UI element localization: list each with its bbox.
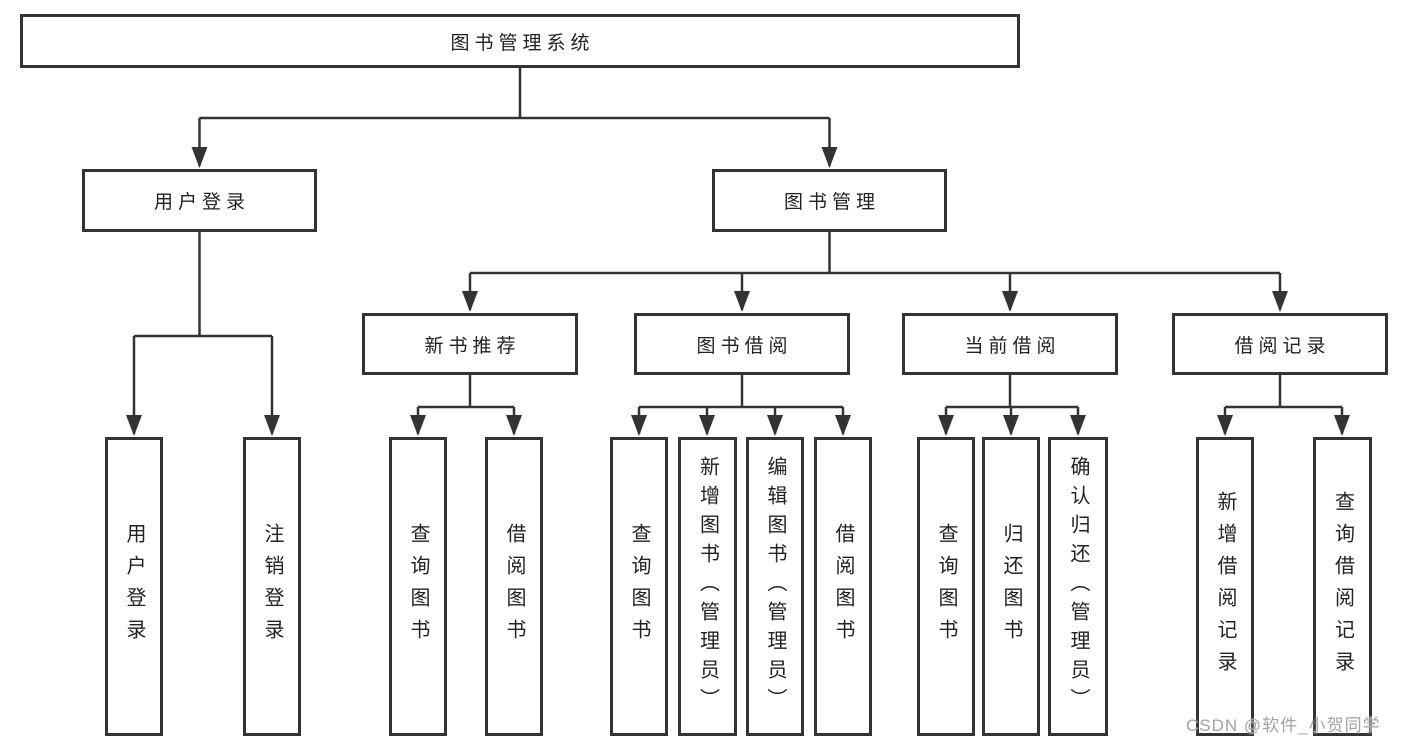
leaf-add-borrow-record: 新增借阅记录 [1196,437,1254,736]
leaf-borrow-books-1: 借阅图书 [485,437,543,736]
arrowheads [126,147,1350,436]
node-label: 当前借阅 [964,335,1061,357]
node-label: 新书推荐 [424,335,521,357]
leaf-logout: 注销登录 [243,437,301,736]
node-label: 图书管理系统 [450,32,595,54]
node-label: 借阅图书 [832,522,854,651]
leaf-edit-books-admin: 编辑图书（管理员） [746,437,804,736]
leaf-query-books-2: 查询图书 [610,437,668,736]
node-label: 新增借阅记录 [1214,490,1236,683]
node-label: 归还图书 [1000,522,1022,651]
node-label: 确认归还（管理员） [1067,456,1089,717]
node-label: 查询借阅记录 [1331,490,1354,683]
leaf-query-books-3: 查询图书 [917,437,975,736]
node-label: 查询图书 [935,522,957,651]
leaf-query-borrow-record: 查询借阅记录 [1313,437,1372,736]
node-user-login-branch: 用户登录 [82,169,317,232]
node-new-book-recommend: 新书推荐 [362,313,578,375]
leaf-add-books-admin: 新增图书（管理员） [678,437,737,736]
node-label: 用户登录 [123,522,145,651]
node-label: 用户登录 [153,192,250,213]
leaf-borrow-books-2: 借阅图书 [814,437,872,736]
node-root: 图书管理系统 [20,14,1020,68]
node-label: 借阅记录 [1234,335,1331,357]
node-label: 借阅图书 [503,522,525,651]
node-label: 查询图书 [407,522,429,651]
node-book-management-branch: 图书管理 [712,169,947,232]
node-current-borrowing: 当前借阅 [902,313,1118,375]
leaf-return-books: 归还图书 [982,437,1040,736]
node-label: 编辑图书（管理员） [764,456,786,717]
node-label: 新增图书（管理员） [696,456,719,717]
node-label: 图书管理 [783,192,880,213]
leaf-confirm-return-admin: 确认归还（管理员） [1048,437,1108,736]
leaf-query-books-1: 查询图书 [389,437,447,736]
node-label: 注销登录 [261,522,283,651]
node-label: 查询图书 [628,522,650,651]
leaf-user-login: 用户登录 [105,437,163,736]
node-book-borrowing: 图书借阅 [634,313,850,375]
node-borrow-records: 借阅记录 [1172,313,1388,375]
watermark: CSDN @软件_小贺同学 [1186,716,1381,735]
node-label: 图书借阅 [696,335,793,357]
